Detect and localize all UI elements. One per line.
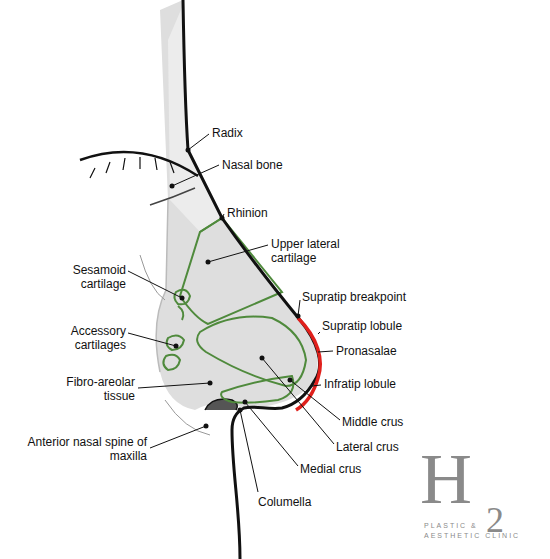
upper-lateral-cartilage	[180, 218, 282, 324]
label-text: Medial crus	[300, 462, 361, 476]
label-text: Fibro-areolar tissue	[45, 375, 135, 403]
accessory-cartilages	[163, 335, 184, 370]
label-text: Columella	[258, 495, 311, 509]
leader-dots	[170, 148, 301, 429]
watermark-text: AESTHETIC CLINIC	[424, 532, 520, 540]
label-text: Upper lateral cartilage	[271, 237, 366, 265]
label-text: Rhinion	[227, 206, 268, 220]
watermark-text: PLASTIC &	[424, 522, 478, 530]
sesamoid-cartilage	[174, 290, 190, 320]
alar-groove	[165, 400, 210, 435]
label-text: Middle crus	[342, 415, 403, 429]
eyelid	[80, 152, 198, 176]
label-text: Infratip lobule	[324, 377, 396, 391]
label-text: Pronasalae	[336, 344, 397, 358]
face-profile	[183, 0, 320, 559]
label-text: Supratip breakpoint	[302, 290, 406, 304]
leader-lines	[128, 134, 340, 492]
label-text: Anterior nasal spine of maxilla	[15, 435, 147, 463]
rhinion-line	[200, 218, 222, 232]
cheek-fold	[140, 255, 165, 300]
nose-shading	[156, 0, 317, 410]
label-text: Lateral crus	[336, 440, 399, 454]
watermark-letter: H	[420, 440, 472, 519]
lower-lid	[150, 188, 195, 205]
label-text: Sesamoid cartilage	[40, 263, 126, 291]
label-text: Supratip lobule	[322, 319, 402, 333]
medial-crus	[221, 376, 293, 403]
tip-highlight	[296, 318, 320, 410]
label-text: Radix	[212, 126, 243, 140]
nasal-bone-area	[168, 5, 222, 232]
label-text: Nasal bone	[222, 158, 283, 172]
label-text: Accessory cartilages	[40, 324, 126, 352]
eyelashes	[90, 157, 174, 178]
nostril	[205, 399, 237, 410]
